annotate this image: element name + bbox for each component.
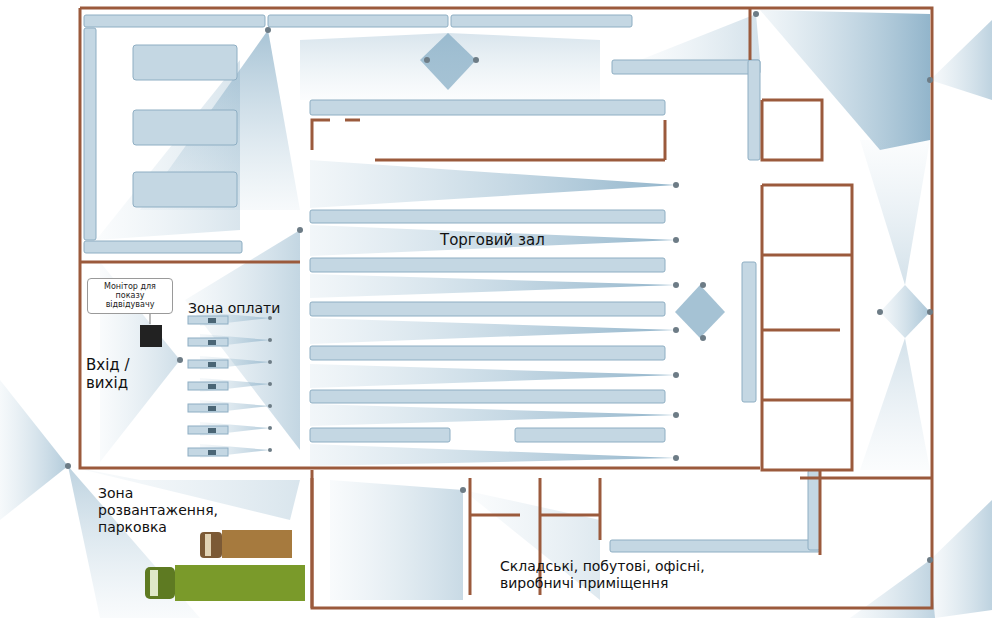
callout-box: Монітор для показу відвідувачу [87,278,173,314]
callout-text: Монітор для показу відвідувачу [92,282,168,310]
zone-label: Зона оплати [188,300,308,317]
zone-label: Складські, побутові, офісні, виробничі п… [500,558,730,592]
hall-label: Торговий зал [440,231,600,249]
zone-label: Зона розвантаження, парковка [98,485,212,535]
entrance-label: Вхід / вихід [86,356,142,392]
